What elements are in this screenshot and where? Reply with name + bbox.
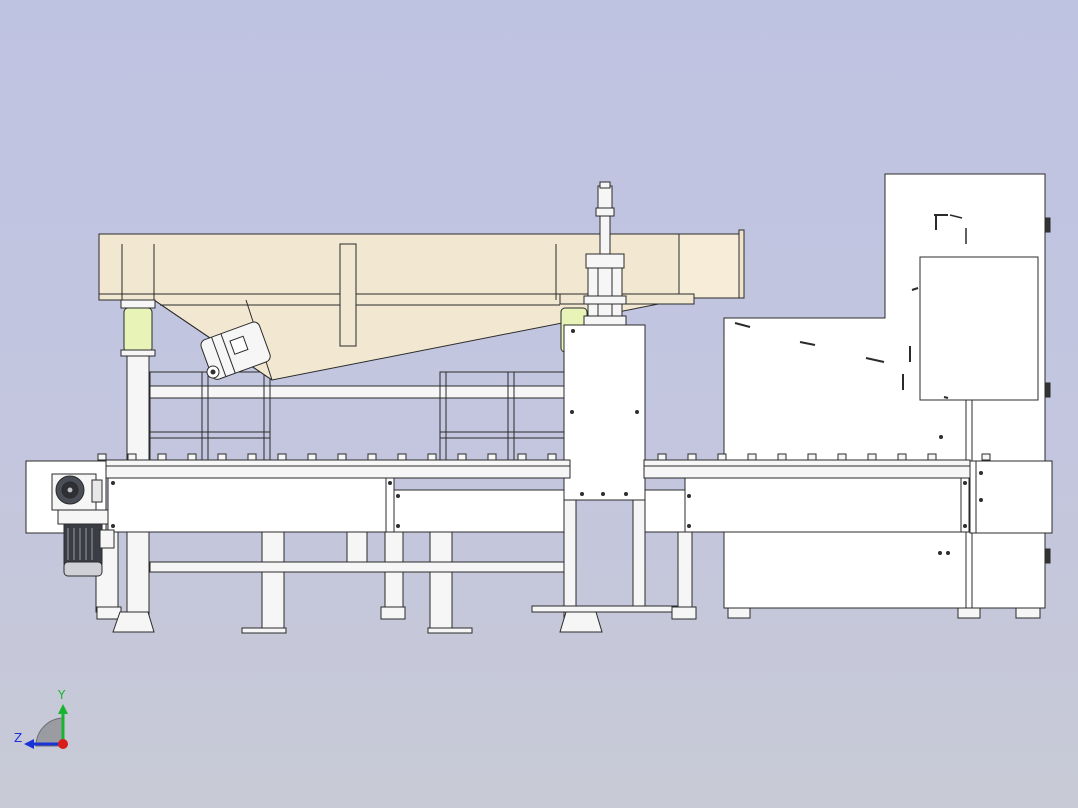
pneumatic-press — [563, 181, 646, 501]
roller-conveyor — [25, 453, 1053, 534]
vibrating-feeder — [98, 229, 745, 381]
gear-motor — [51, 473, 115, 577]
vibration-motor — [200, 321, 271, 380]
z-axis-label: Z — [14, 731, 23, 745]
x-axis-dot — [58, 739, 68, 749]
electrical-cabinet — [723, 173, 1051, 619]
y-axis-label: Y — [58, 688, 66, 702]
coordinate-triad — [24, 704, 68, 749]
